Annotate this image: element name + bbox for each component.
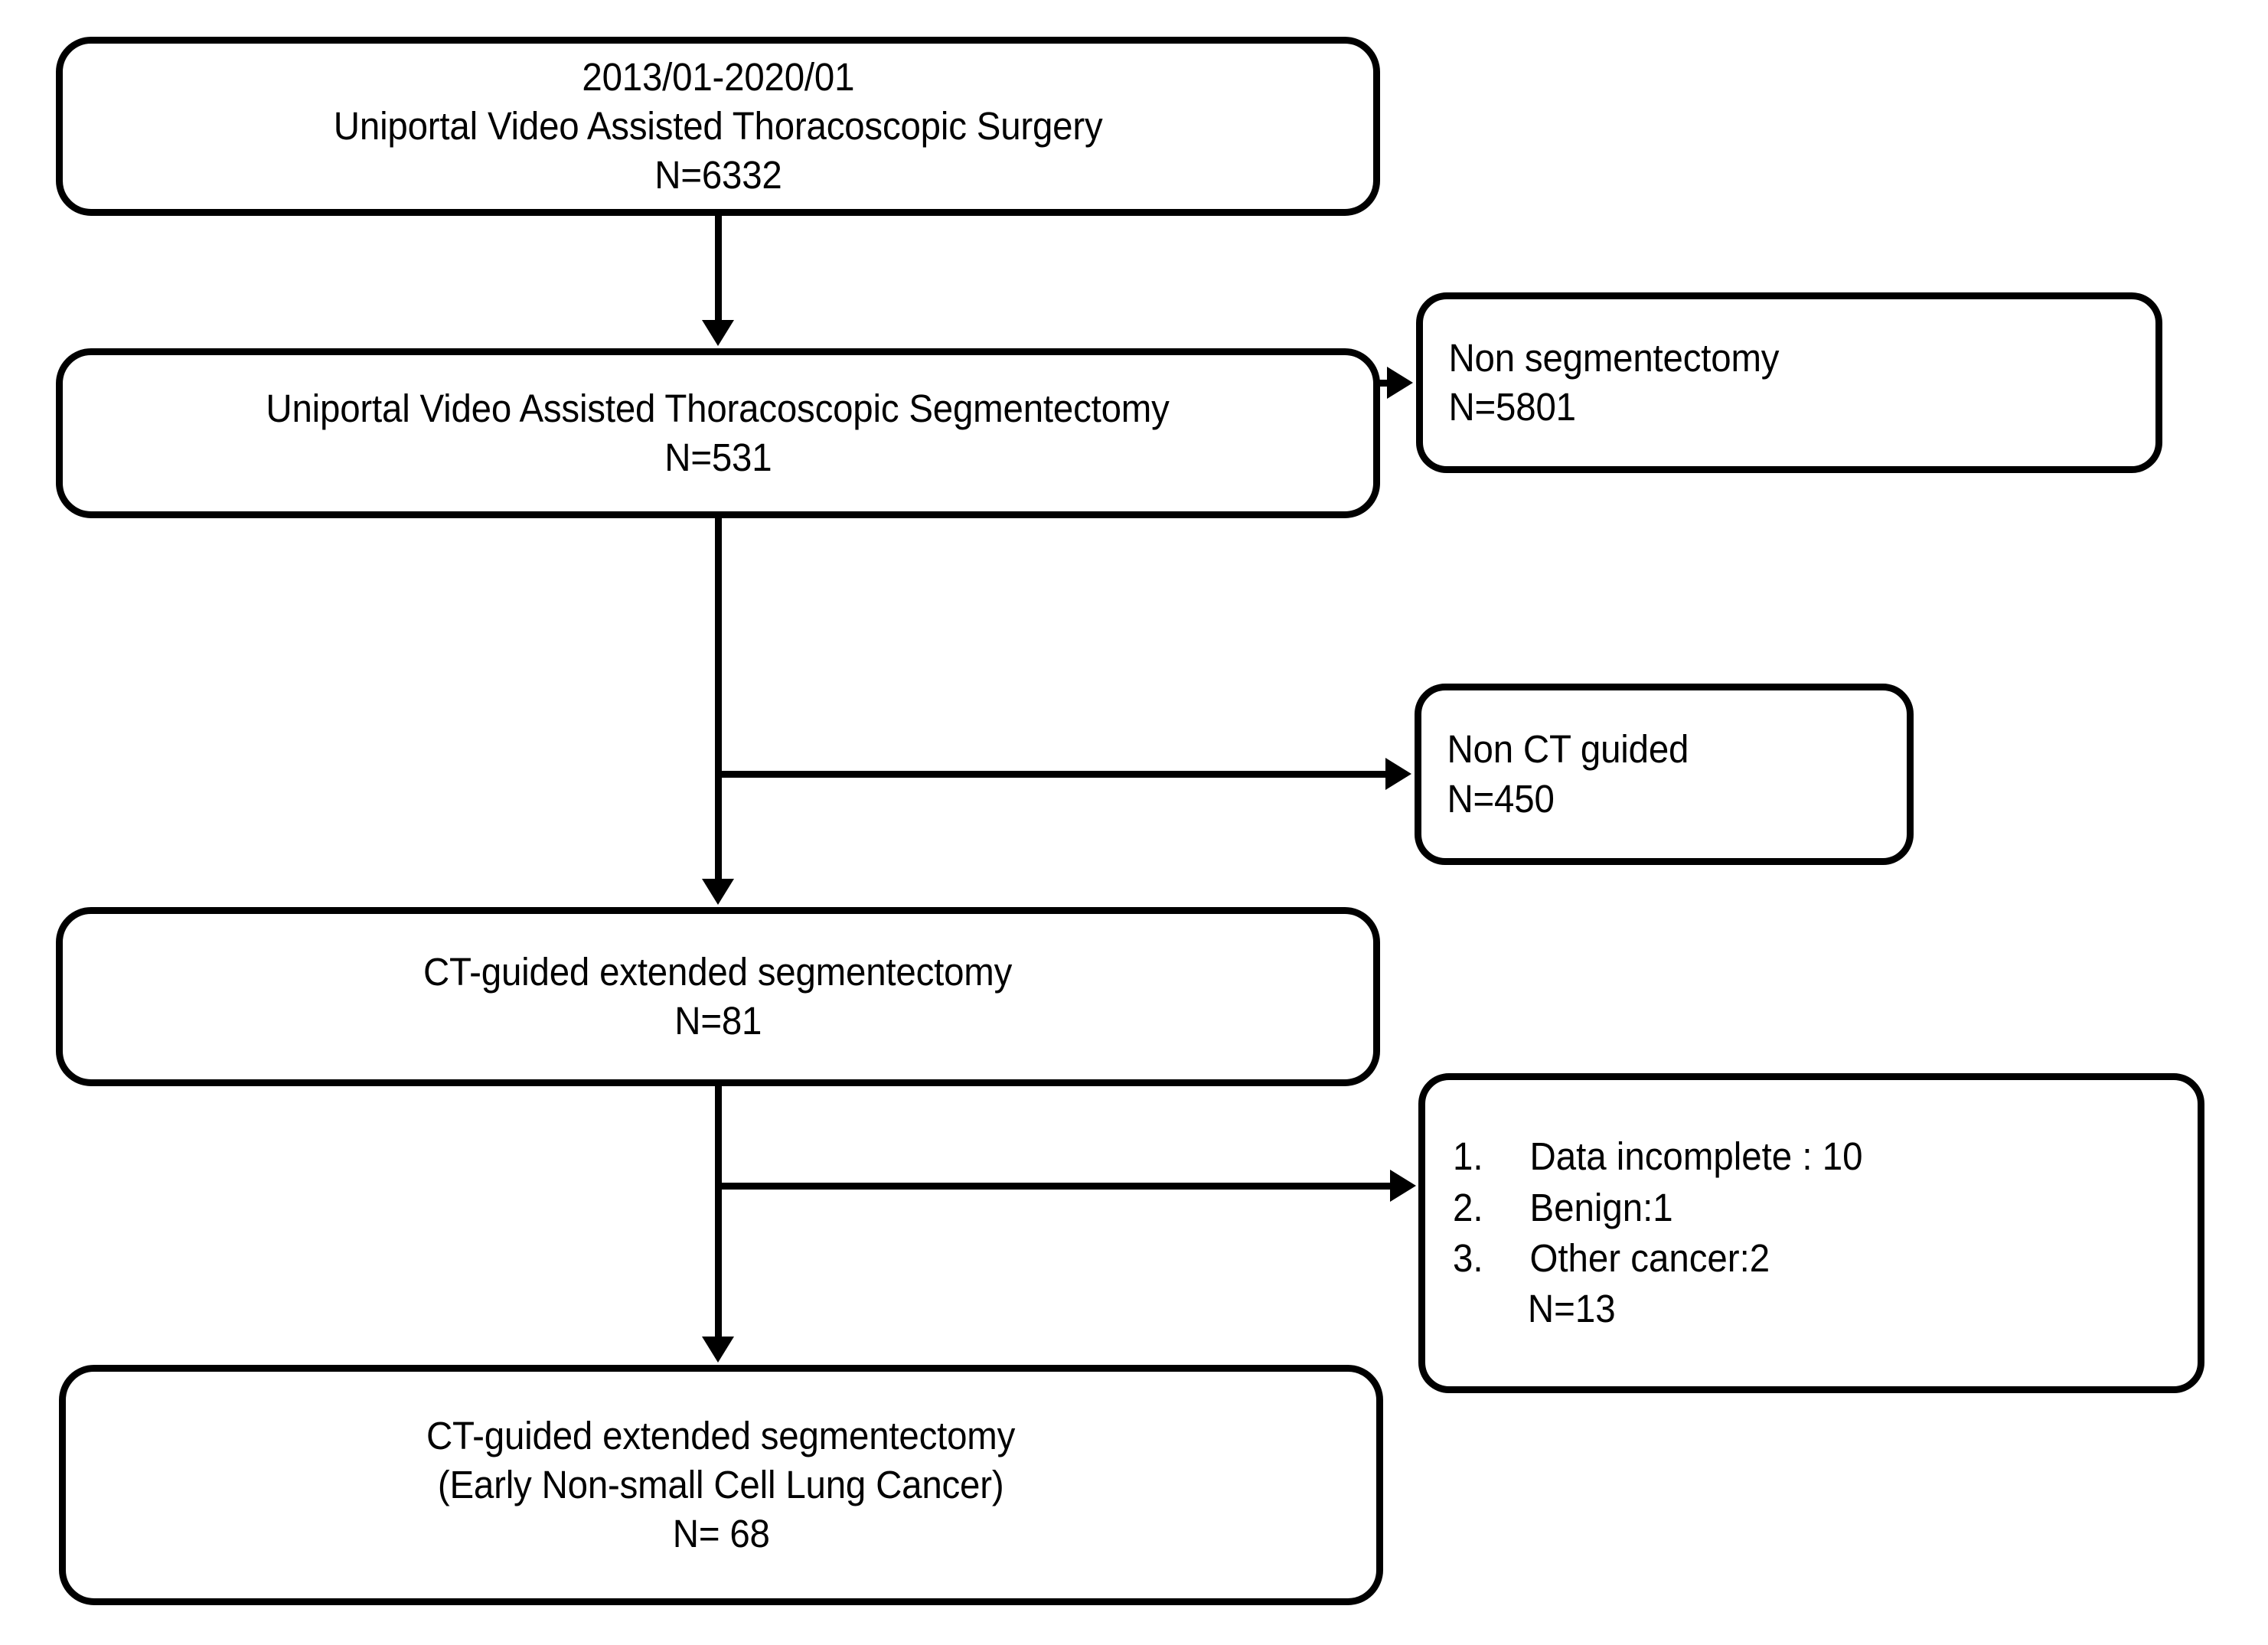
list-item: 2. Benign:1 [1453,1183,1862,1233]
arrow-down-1 [702,320,734,346]
final-count: N= 68 [672,1512,770,1556]
cohort-procedure: Uniportal Video Assisted Thoracoscopic S… [333,103,1103,148]
node-final-cohort: CT-guided extended segmentectomy (Early … [59,1365,1383,1605]
node-exclusion-other-reasons: 1. Data incomplete : 10 2. Benign:1 3. O… [1418,1073,2204,1393]
exclusion-total-count: N=13 [1527,1287,1616,1331]
connector-vertical-3 [715,1086,722,1339]
final-procedure: CT-guided extended segmentectomy [426,1413,1016,1457]
cohort-period: 2013/01-2020/01 [582,54,854,99]
exclusion-item-2-reason: Benign:1 [1529,1185,1673,1229]
exclusion-item-1-reason: Data incomplete : 10 [1529,1134,1863,1179]
segmentectomy-count: N=531 [664,436,772,479]
connector-branch-2 [715,771,1387,778]
arrow-right-3 [1390,1170,1416,1202]
arrow-down-2 [702,879,734,905]
non-segmentectomy-count: N=5801 [1448,385,1576,429]
non-ct-guided-count: N=450 [1447,776,1555,821]
list-item: 3. Other cancer:2 [1453,1233,1862,1284]
connector-branch-3 [715,1183,1392,1190]
node-exclusion-non-ct-guided: Non CT guided N=450 [1415,684,1914,865]
segmentectomy-procedure: Uniportal Video Assisted Thoracoscopic S… [266,386,1170,430]
final-qualifier: (Early Non-small Cell Lung Cancer) [438,1462,1004,1506]
ct-guided-count: N=81 [674,999,762,1043]
exclusion-item-1-number: 1. [1453,1134,1483,1179]
non-ct-guided-reason: Non CT guided [1447,727,1689,772]
arrow-right-2 [1385,758,1411,790]
connector-vertical-2 [715,518,722,881]
ct-guided-procedure: CT-guided extended segmentectomy [423,949,1013,994]
arrow-down-3 [702,1337,734,1363]
connector-vertical-1 [715,216,722,322]
node-uniportal-segmentectomy: Uniportal Video Assisted Thoracoscopic S… [56,348,1380,518]
list-item: 1. Data incomplete : 10 [1453,1131,1862,1182]
cohort-count: N=6332 [654,153,782,197]
non-segmentectomy-reason: Non segmentectomy [1448,335,1780,380]
exclusion-item-2-number: 2. [1453,1185,1483,1229]
exclusion-item-3-number: 3. [1453,1236,1483,1280]
arrow-right-1 [1387,367,1413,399]
exclusion-reason-list: 1. Data incomplete : 10 2. Benign:1 3. O… [1425,1131,1894,1284]
node-ct-guided-segmentectomy: CT-guided extended segmentectomy N=81 [56,907,1380,1086]
node-total-cohort: 2013/01-2020/01 Uniportal Video Assisted… [56,37,1380,216]
exclusion-item-3-reason: Other cancer:2 [1529,1236,1770,1280]
node-exclusion-non-segmentectomy: Non segmentectomy N=5801 [1416,292,2162,473]
